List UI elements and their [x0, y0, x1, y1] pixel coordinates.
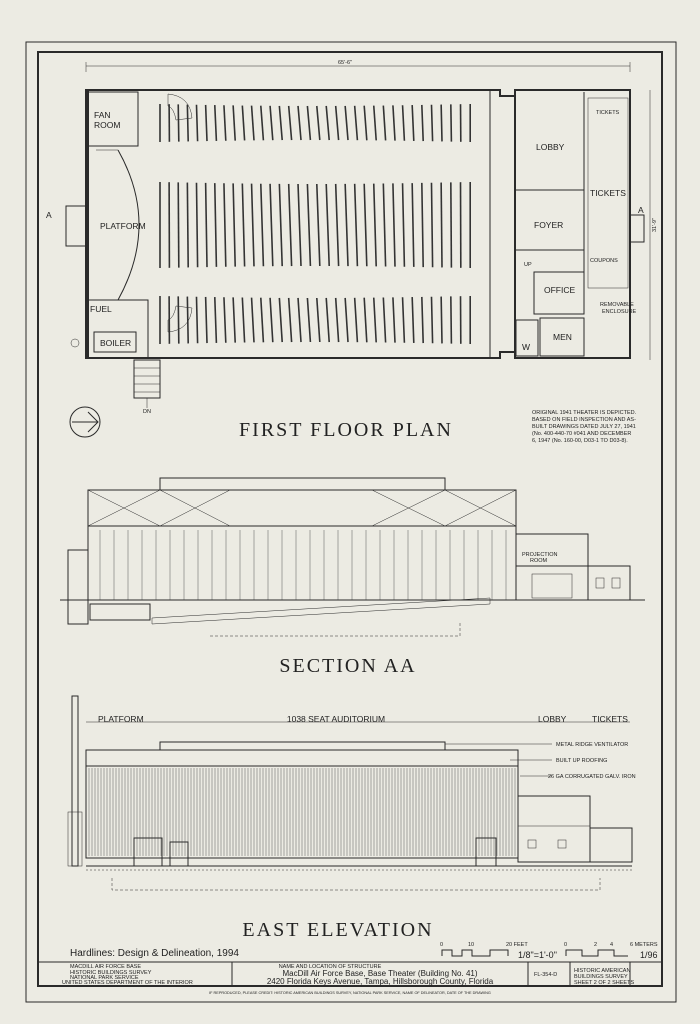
elevation-title: EAST ELEVATION	[242, 919, 433, 941]
svg-text:BUILT DRAWINGS DATED JULY 27,: BUILT DRAWINGS DATED JULY 27, 1941	[532, 424, 636, 430]
first-floor-plan: 65'-6" 31'-9" DN	[46, 60, 658, 444]
plan-side-dimension: 31'-9"	[652, 218, 658, 232]
plan-outline	[85, 89, 631, 359]
titleblock-structure-name: MacDill Air Force Base, Base Theater (Bu…	[282, 969, 477, 978]
svg-text:SHEET 2 OF 2 SHEETS: SHEET 2 OF 2 SHEETS	[574, 980, 634, 986]
section-aa: PROJECTION ROOM SECTION AA	[60, 477, 645, 677]
room-tickets-small-label: TICKETS	[596, 110, 620, 116]
svg-text:ORIGINAL 1941 THEATER IS DEPIC: ORIGINAL 1941 THEATER IS DEPICTED.	[532, 410, 637, 416]
room-platform-label: PLATFORM	[100, 221, 146, 231]
svg-text:4: 4	[610, 942, 613, 948]
footer-credit: IF REPRODUCED, PLEASE CREDIT: HISTORIC A…	[209, 991, 491, 995]
svg-text:0: 0	[564, 942, 567, 948]
room-men-label: MEN	[553, 332, 572, 342]
section-mark-east: A	[638, 205, 644, 215]
titleblock-address: 2420 Florida Keys Avenue, Tampa, Hillsbo…	[267, 977, 494, 986]
room-tickets-label: TICKETS	[590, 188, 626, 198]
projection-room-label-2: ROOM	[530, 558, 548, 564]
removable-enclosure-label: REMOVABLE	[600, 302, 634, 308]
svg-text:(No. 400-440-70 #041 AND DECEM: (No. 400-440-70 #041 AND DECEMBER	[532, 431, 631, 437]
east-elevation: PLATFORM 1038 SEAT AUDITORIUM LOBBY TICK…	[67, 695, 636, 941]
elev-lobby-label: LOBBY	[538, 714, 567, 724]
svg-text:20 FEET: 20 FEET	[506, 942, 528, 948]
svg-text:BUILDINGS SURVEY: BUILDINGS SURVEY	[574, 974, 628, 980]
north-arrow-icon	[69, 406, 101, 438]
section-sloped-floor	[151, 597, 491, 625]
platform-edge	[117, 149, 140, 301]
removable-enclosure-label-2: ENCLOSURE	[602, 309, 637, 315]
svg-text:UNITED STATES DEPARTMENT OF TH: UNITED STATES DEPARTMENT OF THE INTERIOR	[62, 980, 193, 986]
coupons-label: COUPONS	[590, 258, 618, 264]
svg-text:2: 2	[594, 942, 597, 948]
room-fan-label: FAN	[94, 110, 111, 120]
title-block: MACDILL AIR FORCE BASE HISTORIC BUILDING…	[37, 961, 663, 995]
room-office-label: OFFICE	[544, 285, 575, 295]
titleblock-survey-number: FL-354-D	[534, 972, 557, 978]
plan-note: ORIGINAL 1941 THEATER IS DEPICTED. BASED…	[532, 410, 637, 444]
sheet-border-outer	[25, 41, 677, 1003]
elev-platform-label: PLATFORM	[98, 714, 144, 724]
svg-text:BASED ON FIELD INSPECTION AND: BASED ON FIELD INSPECTION AND AS-	[532, 417, 636, 423]
plan-title: FIRST FLOOR PLAN	[239, 419, 453, 441]
svg-text:MACDILL AIR FORCE BASE: MACDILL AIR FORCE BASE	[70, 964, 141, 970]
svg-text:6 METERS: 6 METERS	[630, 942, 658, 948]
section-title: SECTION AA	[279, 655, 416, 677]
room-boiler-label: BOILER	[100, 338, 131, 348]
svg-text:6, 1947 (No. 160-00, D03-1 TO: 6, 1947 (No. 160-00, D03-1 TO D03-8).	[532, 438, 628, 444]
scale-ratio-2: 1/96	[640, 950, 658, 960]
room-women-label: W	[522, 342, 530, 352]
note-corrugated-iron: 26 GA CORRUGATED GALV. IRON	[548, 774, 636, 780]
stair-up-label: UP	[524, 262, 532, 268]
elev-tickets-label: TICKETS	[592, 714, 628, 724]
projection-room-label: PROJECTION	[522, 552, 557, 558]
section-mark-west: A	[46, 210, 52, 220]
svg-text:10: 10	[468, 942, 474, 948]
elev-auditorium-label: 1038 SEAT AUDITORIUM	[287, 714, 385, 724]
stair-dn-label: DN	[143, 409, 151, 415]
room-foyer-label: FOYER	[534, 220, 563, 230]
credit-line: Hardlines: Design & Delineation, 1994	[70, 948, 239, 959]
svg-text:NATIONAL PARK SERVICE: NATIONAL PARK SERVICE	[70, 975, 139, 981]
auditorium-seating	[159, 104, 472, 344]
plan-overall-dimension: 65'-6"	[338, 60, 352, 66]
room-lobby-label: LOBBY	[536, 142, 565, 152]
note-ridge-ventilator: METAL RIDGE VENTILATOR	[556, 742, 628, 748]
room-fuel-label: FUEL	[90, 304, 112, 314]
note-built-up-roofing: BUILT UP ROOFING	[556, 758, 607, 764]
graphic-scale: 0 10 20 FEET 1/8"=1'-0" 0 2 4 6 METERS 1…	[440, 942, 658, 960]
svg-text:HISTORIC AMERICAN: HISTORIC AMERICAN	[574, 968, 630, 974]
svg-text:0: 0	[440, 942, 443, 948]
scale-ratio: 1/8"=1'-0"	[518, 950, 557, 960]
room-fan-label-2: ROOM	[94, 120, 120, 130]
svg-text:NAME AND LOCATION OF STRUCTURE: NAME AND LOCATION OF STRUCTURE	[279, 964, 382, 970]
svg-text:HISTORIC BUILDINGS SURVEY: HISTORIC BUILDINGS SURVEY	[70, 970, 152, 976]
